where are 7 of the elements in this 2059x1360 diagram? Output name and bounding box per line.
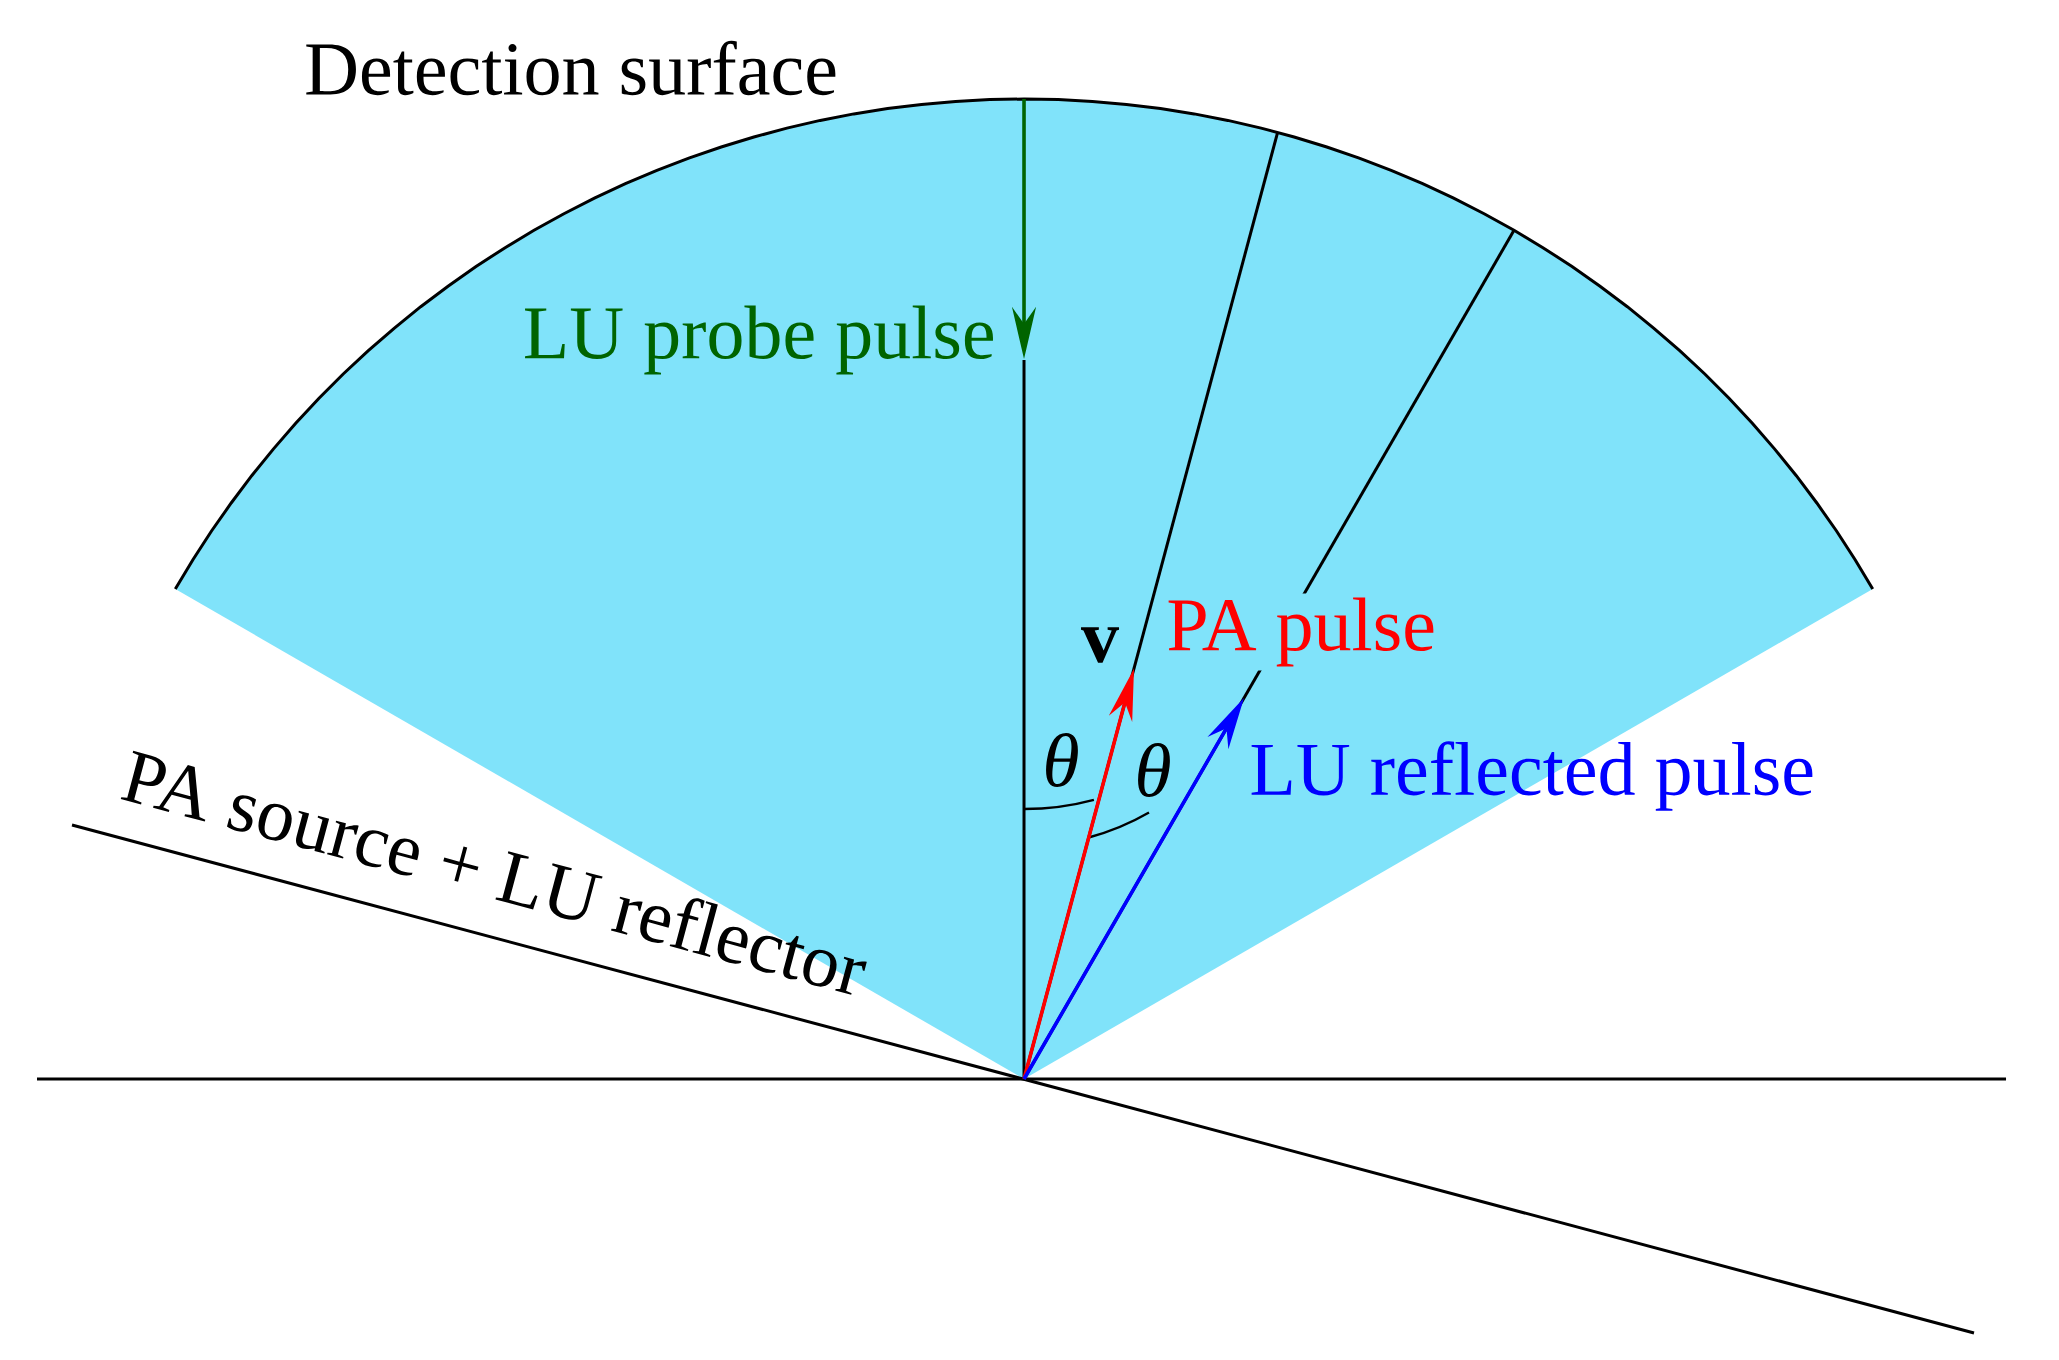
vector-label: v: [1081, 627, 1120, 663]
angle-label: θ: [1046, 733, 1078, 787]
reflector-label: PA source + LU reflector: [120, 750, 867, 995]
pulse-label: PA pulse: [1162, 593, 1440, 671]
pulse-label: LU probe pulse: [525, 305, 993, 375]
surface-label: Detection surface: [306, 40, 836, 96]
angle-label: θ: [1138, 743, 1170, 797]
